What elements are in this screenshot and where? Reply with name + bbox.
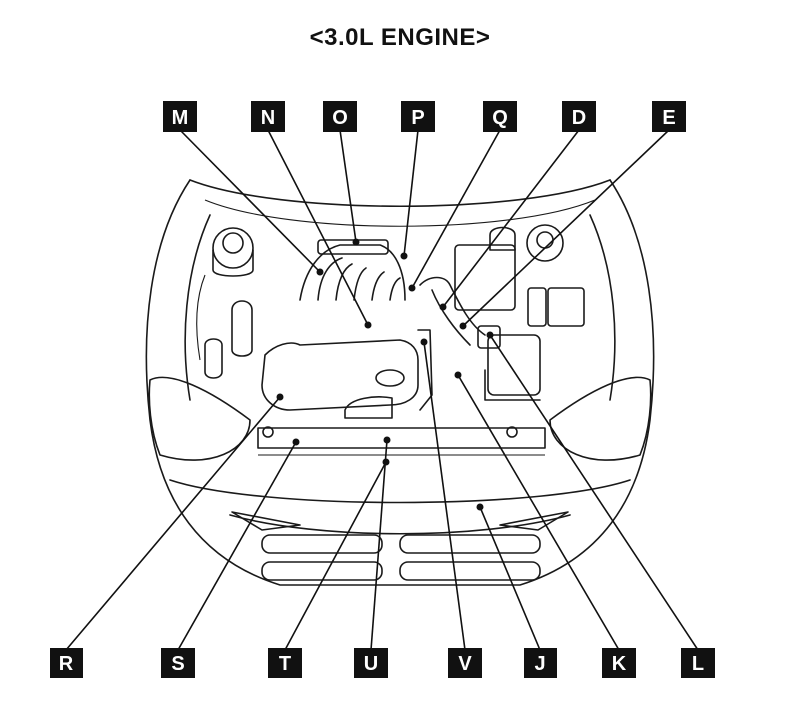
label-m: M [163,101,197,132]
svg-text:R: R [59,653,74,675]
label-p: P [401,101,435,132]
label-n: N [251,101,285,132]
diagram-title: <3.0L ENGINE> [309,24,491,51]
svg-text:T: T [279,653,291,675]
label-o: O [323,101,357,132]
label-s: S [161,648,195,678]
label-d: D [562,101,596,132]
label-k: K [602,648,636,678]
label-e: E [652,101,686,132]
svg-text:L: L [692,653,704,675]
svg-text:Q: Q [492,107,508,129]
svg-text:V: V [458,653,472,675]
leader-lines [65,129,699,651]
svg-text:N: N [261,107,275,129]
label-j: J [524,648,557,678]
svg-text:U: U [364,653,378,675]
svg-text:O: O [332,107,348,129]
label-v: V [448,648,482,678]
svg-text:K: K [612,653,627,675]
svg-text:S: S [171,653,184,675]
svg-text:P: P [411,107,424,129]
pointer-dots [276,238,494,511]
engine-bay-drawing [145,179,655,586]
label-t: T [268,648,302,678]
label-u: U [354,648,388,678]
label-q: Q [483,101,517,132]
label-r: R [50,648,83,678]
svg-text:M: M [172,107,189,129]
label-l: L [681,648,715,678]
svg-text:D: D [572,107,586,129]
svg-text:E: E [662,107,675,129]
svg-text:J: J [534,653,545,675]
